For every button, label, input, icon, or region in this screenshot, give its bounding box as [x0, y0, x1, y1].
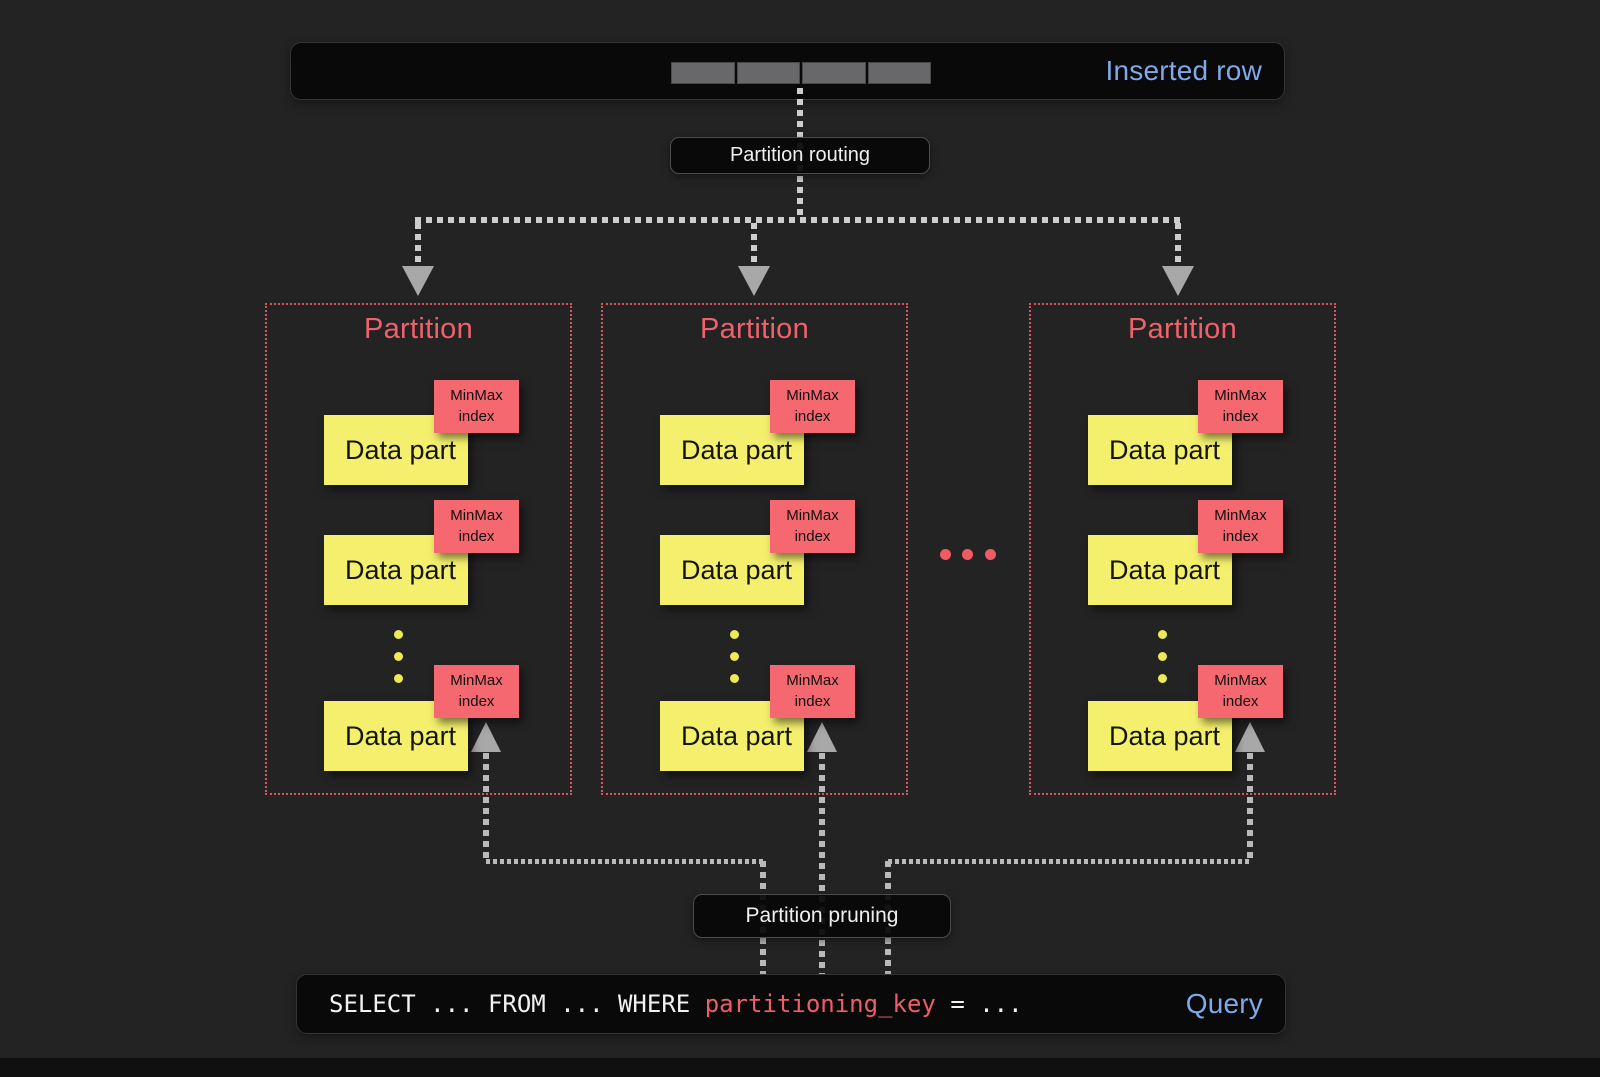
ellipsis-dot: [962, 549, 973, 560]
partition-box-2: Partition MinMax index Data part MinMax …: [601, 303, 908, 795]
row-cell: [867, 62, 931, 84]
query-label: Query: [1185, 988, 1263, 1019]
ellipsis-dot: [394, 652, 403, 661]
arrow-up-icon: [1235, 722, 1265, 752]
minmax-index-badge: MinMax index: [1198, 380, 1283, 433]
arrow-down-icon: [738, 266, 770, 296]
minmax-index-badge: MinMax index: [1198, 665, 1283, 718]
pruning-line-middle-vertical: [819, 753, 825, 974]
partition-routing-label: Partition routing: [670, 137, 930, 174]
ellipsis-dot: [1158, 674, 1167, 683]
partition-pruning-label: Partition pruning: [693, 894, 951, 938]
ellipsis-dot: [985, 549, 996, 560]
ellipsis-dot: [1158, 652, 1167, 661]
arrow-up-icon: [807, 722, 837, 752]
pruning-line-right-vertical: [1247, 753, 1253, 862]
arrow-down-icon: [402, 266, 434, 296]
row-cell: [671, 62, 735, 84]
arrow-up-icon: [471, 722, 501, 752]
partition-box-3: Partition MinMax index Data part MinMax …: [1029, 303, 1336, 795]
branch-line-right: [1175, 223, 1181, 268]
ellipsis-dot: [1158, 630, 1167, 639]
pruning-line-left-horizontal: [486, 859, 763, 864]
sql-suffix: = ...: [935, 990, 1023, 1018]
minmax-index-badge: MinMax index: [770, 665, 855, 718]
branch-line-middle: [751, 223, 757, 268]
ellipsis-dot: [730, 630, 739, 639]
routing-branch-line: [415, 217, 1181, 223]
sql-prefix: SELECT ... FROM ... WHERE: [329, 990, 705, 1018]
ellipsis-dot: [730, 674, 739, 683]
minmax-index-badge: MinMax index: [770, 500, 855, 553]
pruning-line-right-horizontal: [888, 859, 1250, 864]
ellipsis-dot: [394, 674, 403, 683]
minmax-index-badge: MinMax index: [1198, 500, 1283, 553]
ellipsis-dot: [394, 630, 403, 639]
branch-line-left: [415, 223, 421, 268]
partition-title: Partition: [699, 313, 810, 345]
inserted-row-label: Inserted row: [1105, 55, 1262, 86]
minmax-index-badge: MinMax index: [434, 380, 519, 433]
partition-box-1: Partition MinMax index Data part MinMax …: [265, 303, 572, 795]
query-bar: SELECT ... FROM ... WHERE partitioning_k…: [296, 974, 1286, 1034]
inserted-row-bar: Inserted row: [290, 42, 1285, 100]
bottom-edge: [0, 1058, 1600, 1077]
inserted-row-cells: [671, 62, 931, 84]
minmax-index-badge: MinMax index: [434, 500, 519, 553]
minmax-index-badge: MinMax index: [770, 380, 855, 433]
arrow-down-icon: [1162, 266, 1194, 296]
pruning-line-left-vertical: [483, 753, 489, 862]
partition-title: Partition: [1127, 313, 1238, 345]
ellipsis-dot: [940, 549, 951, 560]
sql-partitioning-key: partitioning_key: [704, 990, 936, 1018]
sql-query-text: SELECT ... FROM ... WHERE partitioning_k…: [329, 975, 1023, 1033]
minmax-index-badge: MinMax index: [434, 665, 519, 718]
partition-title: Partition: [363, 313, 474, 345]
ellipsis-dot: [730, 652, 739, 661]
row-cell: [736, 62, 800, 84]
row-cell: [802, 62, 866, 84]
data-part-box: Data part: [1088, 415, 1232, 485]
